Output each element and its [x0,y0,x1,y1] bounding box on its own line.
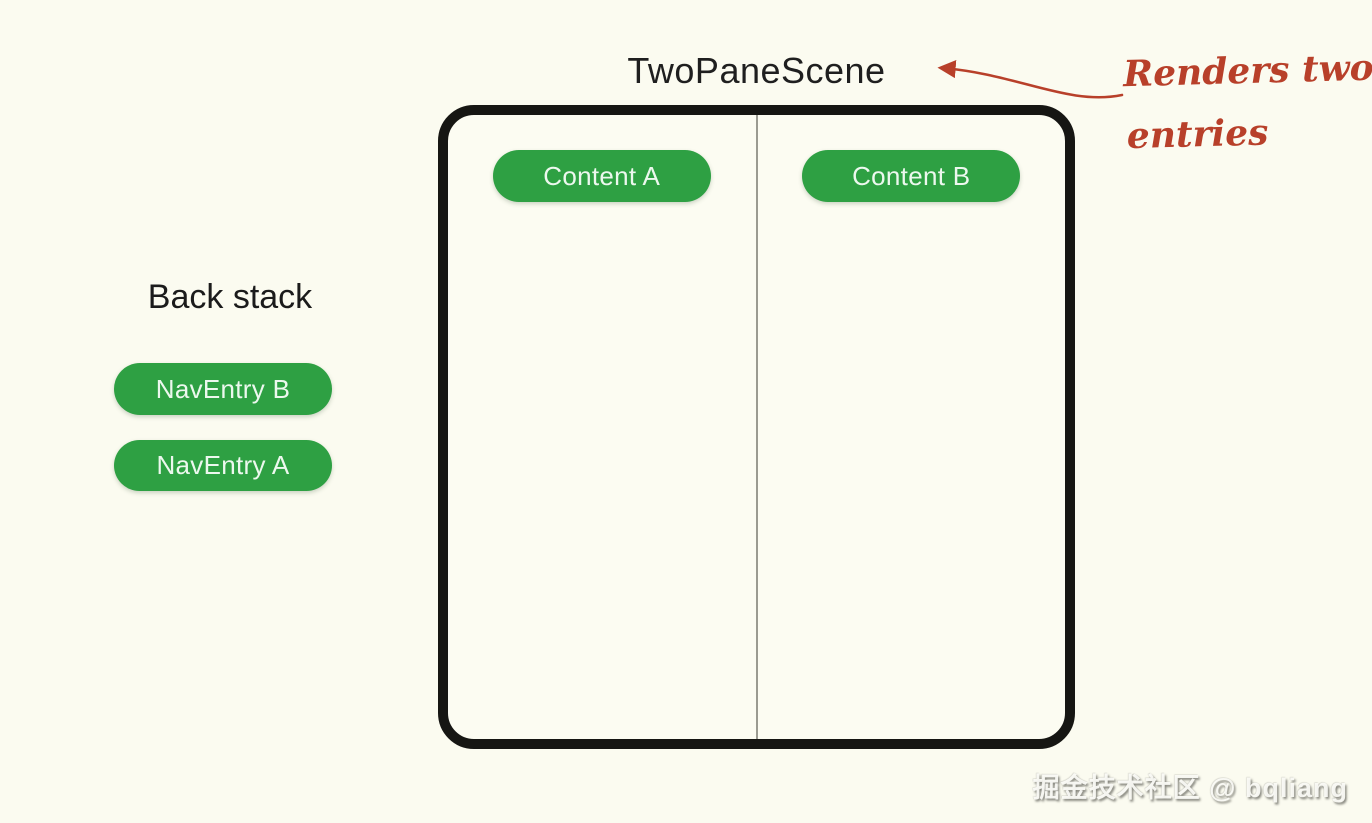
annotation-arrow-icon [937,60,1124,99]
nav-entry-b-pill: NavEntry B [114,363,332,415]
back-stack-label: Back stack [147,278,313,316]
handwritten-annotation: Renders two entries [1122,37,1372,167]
two-pane-frame: Content A Content B [438,105,1075,749]
annotation-line-2: entries [1126,111,1269,158]
content-a-pill: Content A [492,150,711,202]
pane-divider [755,115,758,739]
content-b-pill: Content B [802,150,1021,202]
pane-right: Content B [758,115,1066,739]
annotation-line-1: Renders two [1122,46,1372,96]
nav-entry-a-pill: NavEntry A [114,440,332,491]
pane-left: Content A [448,115,756,739]
diagram-title: TwoPaneScene [627,50,886,91]
watermark: 掘金技术社区 @ bqliang [1032,773,1348,803]
